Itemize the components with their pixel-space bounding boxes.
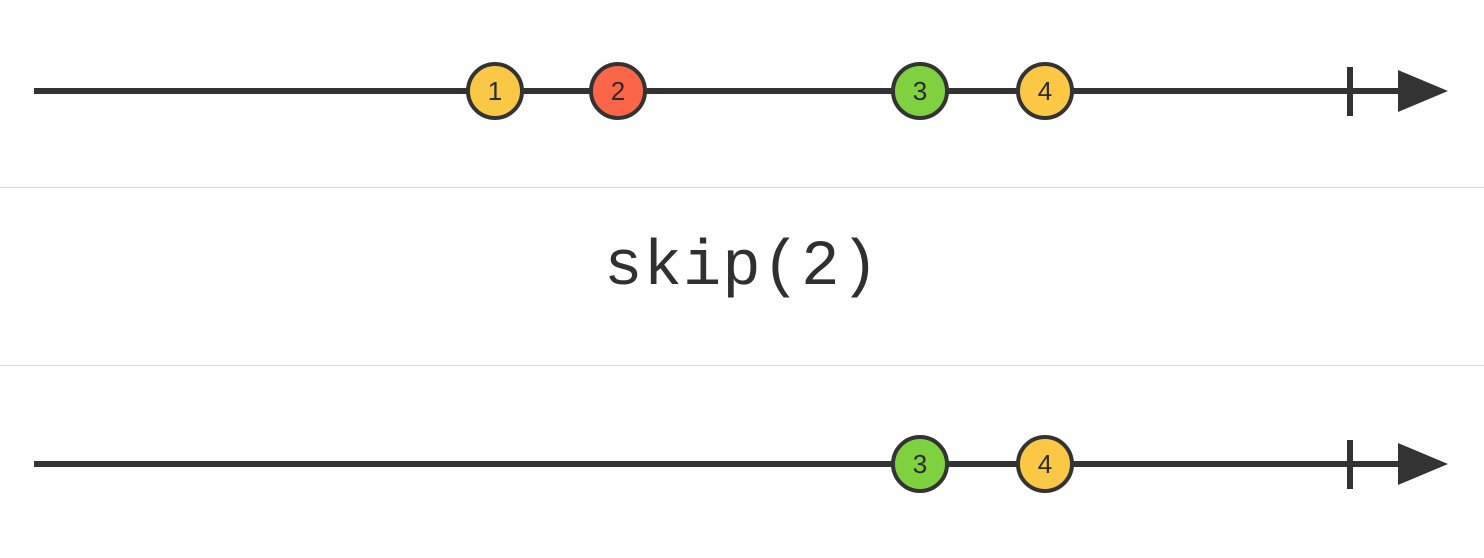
source-marble-4-label: 4	[1037, 76, 1053, 106]
source-marble-4[interactable]: 4	[1016, 62, 1074, 120]
source-marble-2-label: 2	[610, 76, 626, 106]
output-marble-3-label: 3	[912, 449, 928, 479]
output-timeline-axis	[34, 440, 1448, 489]
output-stream-panel: 3 4	[0, 366, 1484, 558]
output-arrow-head-icon	[1398, 443, 1448, 485]
output-marble-4-label: 4	[1037, 449, 1053, 479]
operator-label: skip(2)	[604, 232, 880, 304]
source-timeline-axis	[34, 67, 1448, 116]
source-arrow-head-icon	[1398, 70, 1448, 112]
source-marble-3[interactable]: 3	[891, 62, 949, 120]
source-marble-3-label: 3	[912, 76, 928, 106]
source-marble-2[interactable]: 2	[589, 62, 647, 120]
output-marble-4[interactable]: 4	[1016, 435, 1074, 493]
divider-source-operator	[0, 187, 1484, 188]
divider-operator-output	[0, 365, 1484, 366]
source-marble-1[interactable]: 1	[466, 62, 524, 120]
operator-panel	[0, 188, 1484, 366]
source-stream-panel: 1 2 3 4	[0, 0, 1484, 188]
output-marble-3[interactable]: 3	[891, 435, 949, 493]
source-marble-1-label: 1	[487, 76, 503, 106]
